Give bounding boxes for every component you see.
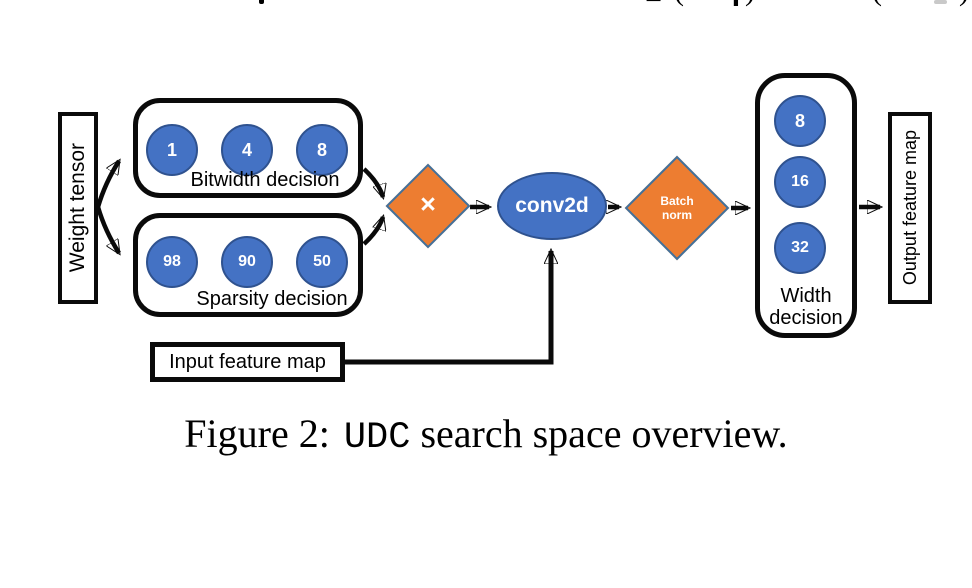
batchnorm-label: Batch norm bbox=[640, 171, 714, 245]
output-feature-map-box: Output feature map bbox=[888, 112, 932, 304]
bitwidth-decision-label: Bitwidth decision bbox=[190, 169, 340, 191]
width-option-circle: 8 bbox=[774, 95, 826, 147]
input-feature-map-box: Input feature map bbox=[150, 342, 345, 382]
batchnorm-label-line1: Batch bbox=[660, 193, 694, 208]
equation-fragment: ( bbox=[872, 0, 882, 9]
bitwidth-option-circle: 4 bbox=[221, 124, 273, 176]
batchnorm-label-line2: norm bbox=[662, 208, 692, 222]
weight-tensor-box: Weight tensor bbox=[58, 112, 98, 304]
sparsity-option-circle: 50 bbox=[296, 236, 348, 288]
width-option-circle: 32 bbox=[774, 222, 826, 274]
equation-fragment: − bbox=[645, 0, 662, 4]
sparsity-option-circle: 98 bbox=[146, 236, 198, 288]
input-feature-map-label: Input feature map bbox=[169, 350, 326, 373]
weight-tensor-label: Weight tensor bbox=[66, 143, 89, 273]
width-option-circle: 16 bbox=[774, 156, 826, 208]
multiply-icon: × bbox=[420, 188, 436, 219]
width-decision-label: Width decision bbox=[760, 285, 852, 329]
caption-prefix: Figure 2: bbox=[184, 411, 330, 456]
width-decision-label-line1: Width bbox=[780, 285, 832, 307]
arrow-weight-to-bitwidth bbox=[95, 161, 121, 208]
equation-fragment: 1 bbox=[728, 0, 743, 6]
arrow-sparsity-to-multiply bbox=[362, 217, 383, 246]
bitwidth-option-circle: 1 bbox=[146, 124, 198, 176]
width-decision-group: 8 16 32 Width decision bbox=[755, 73, 857, 338]
equation-fragment-smudge bbox=[934, 0, 947, 4]
arrow-input-to-conv bbox=[345, 251, 551, 365]
equation-fragment: ) bbox=[959, 0, 969, 9]
arrow-weight-to-sparsity bbox=[95, 206, 121, 253]
caption-code: UDC bbox=[343, 417, 411, 459]
text-fragment-dot bbox=[259, 0, 264, 4]
bitwidth-decision-group: 1 4 8 Bitwidth decision bbox=[133, 98, 363, 198]
sparsity-option-circle: 90 bbox=[221, 236, 273, 288]
equation-fragment: ( bbox=[674, 0, 684, 9]
output-feature-map-label: Output feature map bbox=[899, 130, 920, 286]
equation-fragment: ) bbox=[745, 0, 755, 9]
conv2d-node: conv2d bbox=[497, 172, 607, 240]
bitwidth-option-circle: 8 bbox=[296, 124, 348, 176]
sparsity-decision-label: Sparsity decision bbox=[196, 288, 348, 310]
sparsity-decision-group: 98 90 50 Sparsity decision bbox=[133, 213, 363, 317]
arrow-bitwidth-to-multiply bbox=[362, 167, 383, 197]
width-decision-label-line2: decision bbox=[769, 307, 843, 329]
caption-suffix: search space overview. bbox=[420, 411, 788, 456]
